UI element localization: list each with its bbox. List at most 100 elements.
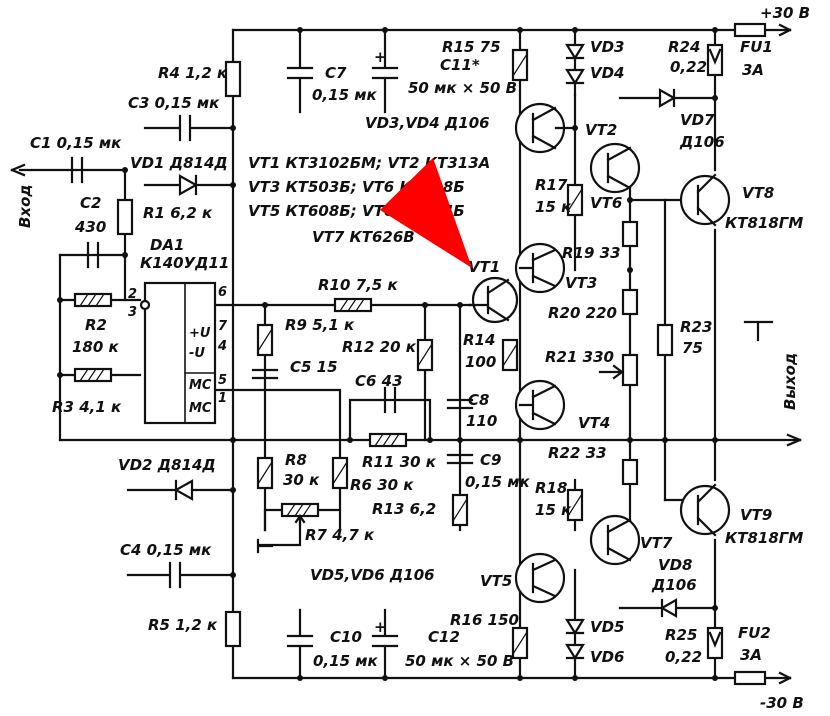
svg-text:VD4: VD4 <box>590 64 625 82</box>
svg-text:R2: R2 <box>85 316 107 334</box>
resistor-r15: R15 75 <box>442 38 529 82</box>
svg-text:R6 30 к: R6 30 к <box>350 476 414 494</box>
pin-1: 1 <box>218 391 227 406</box>
pin-6: 6 <box>218 285 227 300</box>
capacitor-c12: + C12 50 мк × 50 В <box>371 608 514 680</box>
resistor-r16: R16 150 <box>450 611 529 660</box>
svg-text:R4 1,2 к: R4 1,2 к <box>158 64 228 82</box>
svg-text:C10: C10 <box>330 628 362 646</box>
svg-text:C9: C9 <box>480 451 501 469</box>
svg-text:15 к: 15 к <box>535 198 572 216</box>
svg-text:VD3,VD4 Д106: VD3,VD4 Д106 <box>365 114 490 132</box>
svg-text:VT7 КТ626В: VT7 КТ626В <box>312 228 415 246</box>
diode-vd3: VD3 <box>565 38 625 61</box>
rail-plus-label: +30 В <box>760 4 810 22</box>
svg-text:VD5,VD6 Д106: VD5,VD6 Д106 <box>310 566 435 584</box>
svg-text:VT8: VT8 <box>742 184 774 202</box>
ground-symbol <box>256 538 274 554</box>
svg-text:R13 6,2: R13 6,2 <box>372 500 436 518</box>
svg-text:R1 6,2 к: R1 6,2 к <box>143 204 213 222</box>
svg-text:R21 330: R21 330 <box>545 348 614 366</box>
opamp-da1: DA1 К140УД11 2 3 6 7 4 5 1 +U -U MC MC <box>128 236 229 425</box>
resistor-r23: R23 75 <box>656 318 712 357</box>
resistor-r1: R1 6,2 к <box>116 198 213 236</box>
svg-text:VT1 КТ3102БМ; VT2 КТ313А: VT1 КТ3102БМ; VT2 КТ313А <box>248 154 490 172</box>
svg-text:VT9: VT9 <box>740 506 772 524</box>
svg-text:FU2: FU2 <box>738 624 771 642</box>
svg-text:100: 100 <box>465 353 496 371</box>
resistor-r14: R14 100 <box>463 331 519 372</box>
svg-text:C2: C2 <box>80 194 101 212</box>
transistor-vt9: VT9 КТ818ГМ <box>679 483 803 547</box>
svg-text:C3 0,15 мк: C3 0,15 мк <box>128 94 220 112</box>
svg-text:VD5: VD5 <box>590 618 625 636</box>
svg-text:VD3: VD3 <box>590 38 625 56</box>
resistor-r19: R19 33 <box>562 220 639 262</box>
opamp-type: К140УД11 <box>140 254 229 272</box>
svg-text:VT2: VT2 <box>585 121 617 139</box>
mc-2: MC <box>189 401 212 416</box>
svg-text:VT7: VT7 <box>640 534 673 552</box>
svg-text:+: + <box>374 48 387 66</box>
diode-vd1: VD1 Д814Д <box>130 154 235 196</box>
svg-text:R10 7,5 к: R10 7,5 к <box>318 276 398 294</box>
transistor-vt2: VT2 <box>514 102 617 154</box>
svg-text:C12: C12 <box>428 628 460 646</box>
svg-text:R19 33: R19 33 <box>562 244 621 262</box>
svg-text:0,22: 0,22 <box>665 648 702 666</box>
transistor-vt3: VT3 <box>514 242 597 294</box>
transistor-vt5: VT5 <box>480 552 566 604</box>
svg-text:50 мк × 50 В: 50 мк × 50 В <box>408 79 517 97</box>
resistor-r4: R4 1,2 к <box>158 60 242 98</box>
resistor-r24: R24 0,22 <box>668 38 724 77</box>
resistor-r21: R21 330 <box>545 348 639 387</box>
svg-text:R16 150: R16 150 <box>450 611 519 629</box>
svg-text:0,15 мк: 0,15 мк <box>312 86 377 104</box>
svg-text:R24: R24 <box>668 38 700 56</box>
svg-text:R14: R14 <box>463 331 495 349</box>
svg-text:C11*: C11* <box>440 56 480 74</box>
svg-text:R7 4,7 к: R7 4,7 к <box>305 526 375 544</box>
svg-text:110: 110 <box>466 412 497 430</box>
input-label: Вход <box>16 184 34 228</box>
pin-4: 4 <box>217 339 227 354</box>
capacitor-c8: C8 110 <box>446 391 497 430</box>
opamp-name: DA1 <box>150 236 185 254</box>
svg-text:0,15 мк: 0,15 мк <box>313 652 378 670</box>
capacitor-c3: C3 0,15 мк <box>128 94 235 142</box>
plus-u: +U <box>189 326 211 341</box>
resistor-r17: R17 15 к <box>535 176 584 217</box>
rail-minus-label: -30 В <box>760 694 804 712</box>
svg-text:FU1: FU1 <box>740 38 773 56</box>
diode-vd6: VD6 <box>565 643 625 666</box>
transistor-vt4: VT4 <box>514 379 610 432</box>
svg-text:R3 4,1 к: R3 4,1 к <box>52 398 122 416</box>
svg-text:VD6: VD6 <box>590 648 625 666</box>
svg-text:430: 430 <box>74 218 106 236</box>
transistor-vt1: VT1 <box>468 258 519 324</box>
svg-text:Д106: Д106 <box>679 133 725 151</box>
resistor-r9: R9 5,1 к <box>256 316 355 357</box>
diode-vd2: VD2 Д814Д <box>118 456 235 501</box>
svg-text:VT6: VT6 <box>590 194 622 212</box>
svg-text:R9 5,1 к: R9 5,1 к <box>285 316 355 334</box>
svg-text:C7: C7 <box>325 64 347 82</box>
output-label: Выход <box>781 353 799 410</box>
svg-text:VT4: VT4 <box>578 414 610 432</box>
resistor-r18: R18 15 к <box>535 479 584 522</box>
capacitor-c11: + C11* 50 мк × 50 В <box>371 28 517 114</box>
svg-text:R15 75: R15 75 <box>442 38 501 56</box>
diode-vd4: VD4 <box>565 64 625 86</box>
svg-text:C8: C8 <box>468 391 489 409</box>
capacitor-c6: C6 43 <box>355 372 403 414</box>
transistor-vt8: VT8 КТ818ГМ <box>679 173 803 232</box>
pin-5: 5 <box>218 373 227 388</box>
svg-text:VD8: VD8 <box>658 556 693 574</box>
minus-u: -U <box>189 346 205 361</box>
svg-text:75: 75 <box>682 339 703 357</box>
output-terminal: Выход <box>743 320 802 447</box>
rail-plus: +30 В <box>733 4 810 38</box>
svg-text:3А: 3А <box>742 61 764 79</box>
resistor-r8: R8 30 к <box>256 451 320 490</box>
capacitor-c7: C7 0,15 мк <box>286 28 377 114</box>
